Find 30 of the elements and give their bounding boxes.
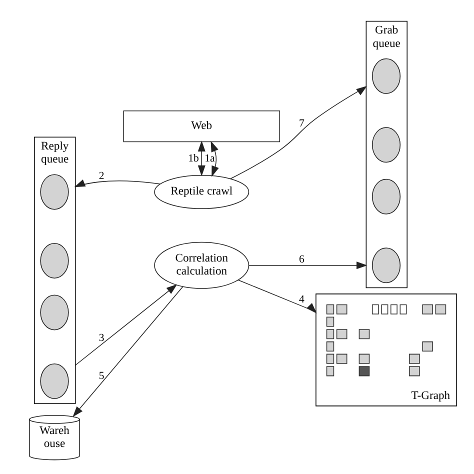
edge-label: 3 [98, 332, 104, 344]
node-ellipse: Correlation calculation [154, 241, 250, 288]
node-ellipse: Reptile crawl [154, 174, 250, 208]
edge-label: 7 [298, 116, 304, 129]
cluster: Reply queue [34, 136, 76, 404]
node-ellipse [40, 294, 69, 330]
node-ellipse [372, 126, 401, 162]
node-box: Web [123, 110, 280, 142]
node-ellipse [40, 242, 69, 278]
arrow [74, 179, 161, 187]
edge-label: 4 [298, 293, 304, 306]
arrow [72, 286, 184, 417]
cluster: T-Graph [316, 293, 457, 406]
cluster: Grab queue [366, 20, 408, 288]
edge-label: 1b [188, 152, 199, 164]
arrow [248, 261, 368, 269]
edge-label: 6 [298, 252, 304, 265]
arrow [238, 279, 317, 313]
arrow [210, 140, 219, 176]
arrow [198, 140, 206, 176]
node-ellipse [40, 174, 69, 210]
edge-label: 2 [98, 169, 104, 182]
edge-label: 1a [204, 152, 215, 164]
node-ellipse [372, 58, 401, 94]
node-ellipse [40, 362, 69, 398]
edge-label: 5 [98, 370, 104, 382]
arrow [230, 85, 368, 179]
arrow [74, 284, 178, 366]
node-ellipse [372, 247, 401, 283]
node-ellipse [372, 178, 401, 214]
